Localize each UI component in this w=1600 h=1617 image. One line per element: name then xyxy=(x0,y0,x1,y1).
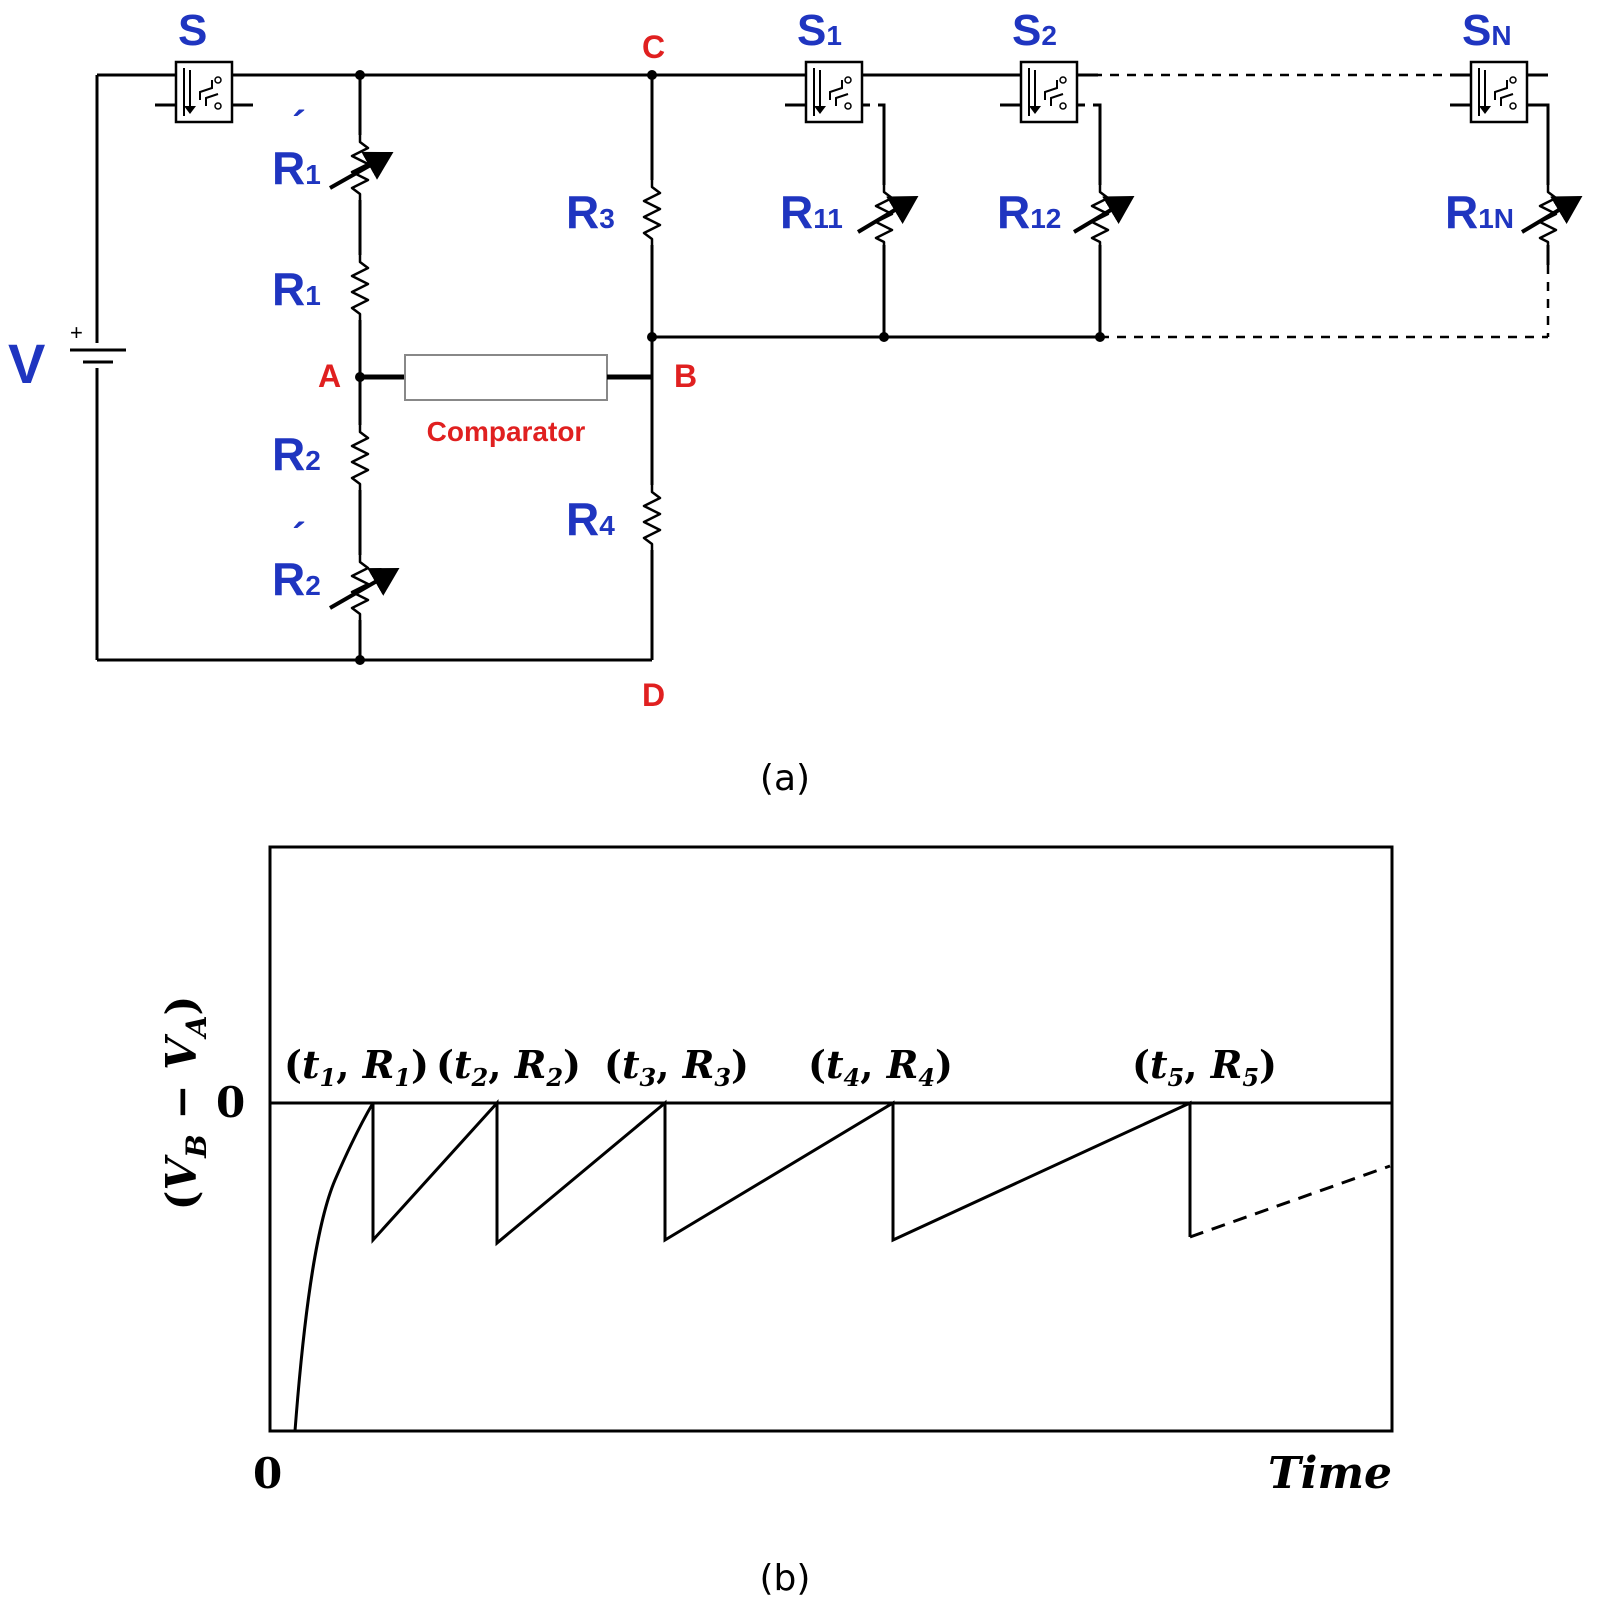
variable-arrow-r12 xyxy=(1072,195,1135,234)
charging-curve-initial xyxy=(293,1102,375,1432)
resistor-r3 xyxy=(642,180,662,245)
node-c-label: C xyxy=(642,29,665,65)
x-axis-label: Time xyxy=(1268,1448,1392,1499)
y-axis-label: (VB − VA) xyxy=(157,996,213,1211)
comparator-label: Comparator xyxy=(427,416,586,447)
node-d-label: D xyxy=(642,677,665,713)
resistor-r2-prime-label: R2 xyxy=(272,553,321,605)
point-label-4: (t4, R4) xyxy=(808,1042,953,1092)
resistor-r4-label: R4 xyxy=(566,493,615,545)
resistor-r1-label: R1 xyxy=(272,263,321,315)
variable-arrow-r11 xyxy=(856,195,919,234)
node-a-label: A xyxy=(318,358,341,394)
point-label-2: (t2, R2) xyxy=(436,1042,581,1092)
resistor-r1-prime-label: R1 xyxy=(272,142,321,194)
resistor-r1-prime xyxy=(350,135,370,200)
switch-s xyxy=(155,60,253,124)
resistor-r2 xyxy=(350,425,370,490)
resistor-r1n-label: R1N xyxy=(1445,186,1514,238)
voltage-time-plot: (t1, R1) (t2, R2) (t3, R3) (t4, R4) (t5,… xyxy=(157,845,1394,1599)
caption-b: (b) xyxy=(760,1558,811,1599)
node-b-label: B xyxy=(674,358,697,394)
resistor-r11-label: R11 xyxy=(780,186,843,238)
resistor-r2-prime xyxy=(350,555,370,620)
switch-s1 xyxy=(785,60,883,124)
variable-arrow-r2-prime xyxy=(329,568,400,610)
resistor-r1 xyxy=(350,255,370,320)
switch-s1-label: S1 xyxy=(797,6,842,55)
point-label-3: (t3, R3) xyxy=(604,1042,749,1092)
variable-arrow-r1n xyxy=(1520,195,1583,234)
switch-s-label: S xyxy=(178,6,207,55)
y-zero-label: 0 xyxy=(216,1078,245,1127)
voltage-source: V + xyxy=(8,75,126,660)
variable-arrow-r1-prime xyxy=(329,151,394,190)
source-label: V xyxy=(8,332,45,395)
caption-a: (a) xyxy=(760,758,810,799)
circuit-diagram: V + C xyxy=(8,6,1583,799)
sawtooth-curve xyxy=(371,1099,1192,1247)
source-polarity: + xyxy=(70,320,83,345)
point-label-1: (t1, R1) xyxy=(284,1042,429,1092)
resistor-r2-label: R2 xyxy=(272,428,321,480)
resistor-r4 xyxy=(642,485,662,550)
switch-sn xyxy=(1450,60,1548,124)
resistor-r2-prime-mark: ´ xyxy=(292,514,306,561)
switch-sn-label: SN xyxy=(1462,6,1512,55)
resistor-r1-prime-mark: ´ xyxy=(292,102,306,149)
point-label-5: (t5, R5) xyxy=(1132,1042,1277,1092)
comparator: Comparator xyxy=(360,354,652,447)
resistor-r12-label: R12 xyxy=(997,186,1061,238)
sawtooth-continuation xyxy=(1189,1164,1391,1239)
switch-s2-label: S2 xyxy=(1012,6,1057,55)
x-origin-label: 0 xyxy=(253,1449,282,1498)
resistor-r3-label: R3 xyxy=(566,186,615,238)
plot-frame xyxy=(268,845,1394,1433)
switch-s2 xyxy=(1000,60,1098,124)
